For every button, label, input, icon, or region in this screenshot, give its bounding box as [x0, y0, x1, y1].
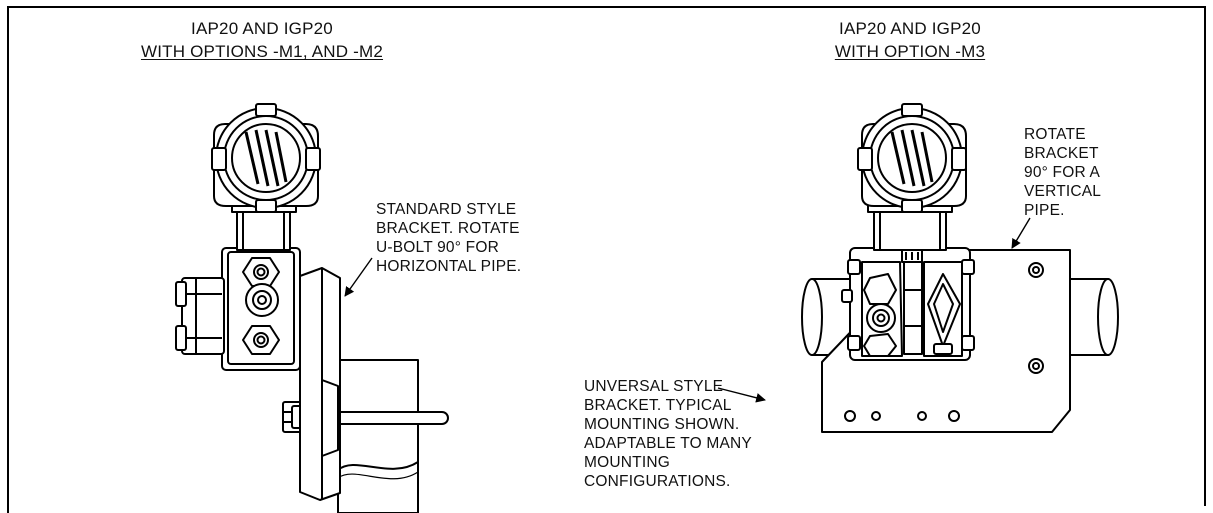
right-process-cover-icon [924, 262, 962, 356]
right-bottom-callout-line: UNVERSAL STYLE [584, 378, 724, 395]
left-callout-line: BRACKET. ROTATE [376, 220, 520, 237]
left-title-line-2: WITH OPTIONS -M1, AND -M2 [140, 42, 384, 61]
left-callout: STANDARD STYLE BRACKET. ROTATE U-BOLT 90… [376, 200, 521, 276]
right-assembly [802, 104, 1118, 432]
top-callout-arrow-icon [1012, 218, 1030, 249]
left-process-cover-icon [862, 262, 902, 356]
left-callout-line: HORIZONTAL PIPE. [376, 258, 522, 275]
right-top-callout: ROTATE BRACKET 90° FOR A VERTICAL PIPE. [1024, 125, 1101, 220]
horizontal-pipe-right-icon [1070, 279, 1118, 355]
vertical-pipe-icon [338, 360, 418, 513]
left-callout-line: STANDARD STYLE [376, 201, 517, 218]
left-callout-line: U-BOLT 90° FOR [376, 239, 499, 256]
right-title-line-1: IAP20 AND IGP20 [839, 19, 981, 38]
right-top-callout-line: 90° FOR A [1024, 164, 1101, 181]
standard-bracket-icon [300, 268, 340, 500]
transmitter-housing-icon [212, 104, 320, 212]
left-callout-arrow-icon [345, 258, 372, 297]
bottom-callout-arrow-icon [718, 388, 766, 403]
right-bottom-callout-line: ADAPTABLE TO MANY [584, 435, 752, 452]
right-top-callout-line: PIPE. [1024, 202, 1065, 219]
right-top-callout-line: VERTICAL [1024, 183, 1102, 200]
left-title-line-1: IAP20 AND IGP20 [191, 19, 333, 38]
frame-edge [7, 506, 9, 513]
right-bottom-callout-line: CONFIGURATIONS. [584, 473, 731, 490]
right-bottom-callout-line: MOUNTING [584, 454, 670, 471]
left-title: IAP20 AND IGP20 WITH OPTIONS -M1, AND -M… [52, 17, 472, 63]
right-bottom-callout-line: MOUNTING SHOWN. [584, 416, 740, 433]
left-assembly [176, 104, 448, 513]
transmitter-housing-right-icon [858, 104, 966, 212]
right-bottom-callout: UNVERSAL STYLE BRACKET. TYPICAL MOUNTING… [584, 377, 752, 491]
right-top-callout-line: ROTATE [1024, 126, 1086, 143]
right-title: IAP20 AND IGP20 WITH OPTION -M3 [760, 17, 1060, 63]
side-flange-icon [176, 278, 224, 354]
right-bottom-callout-line: BRACKET. TYPICAL [584, 397, 732, 414]
right-top-callout-line: BRACKET [1024, 145, 1099, 162]
figure-frame [7, 6, 1206, 506]
right-title-line-2: WITH OPTION -M3 [834, 42, 986, 61]
transmitter-body-icon [222, 248, 300, 370]
